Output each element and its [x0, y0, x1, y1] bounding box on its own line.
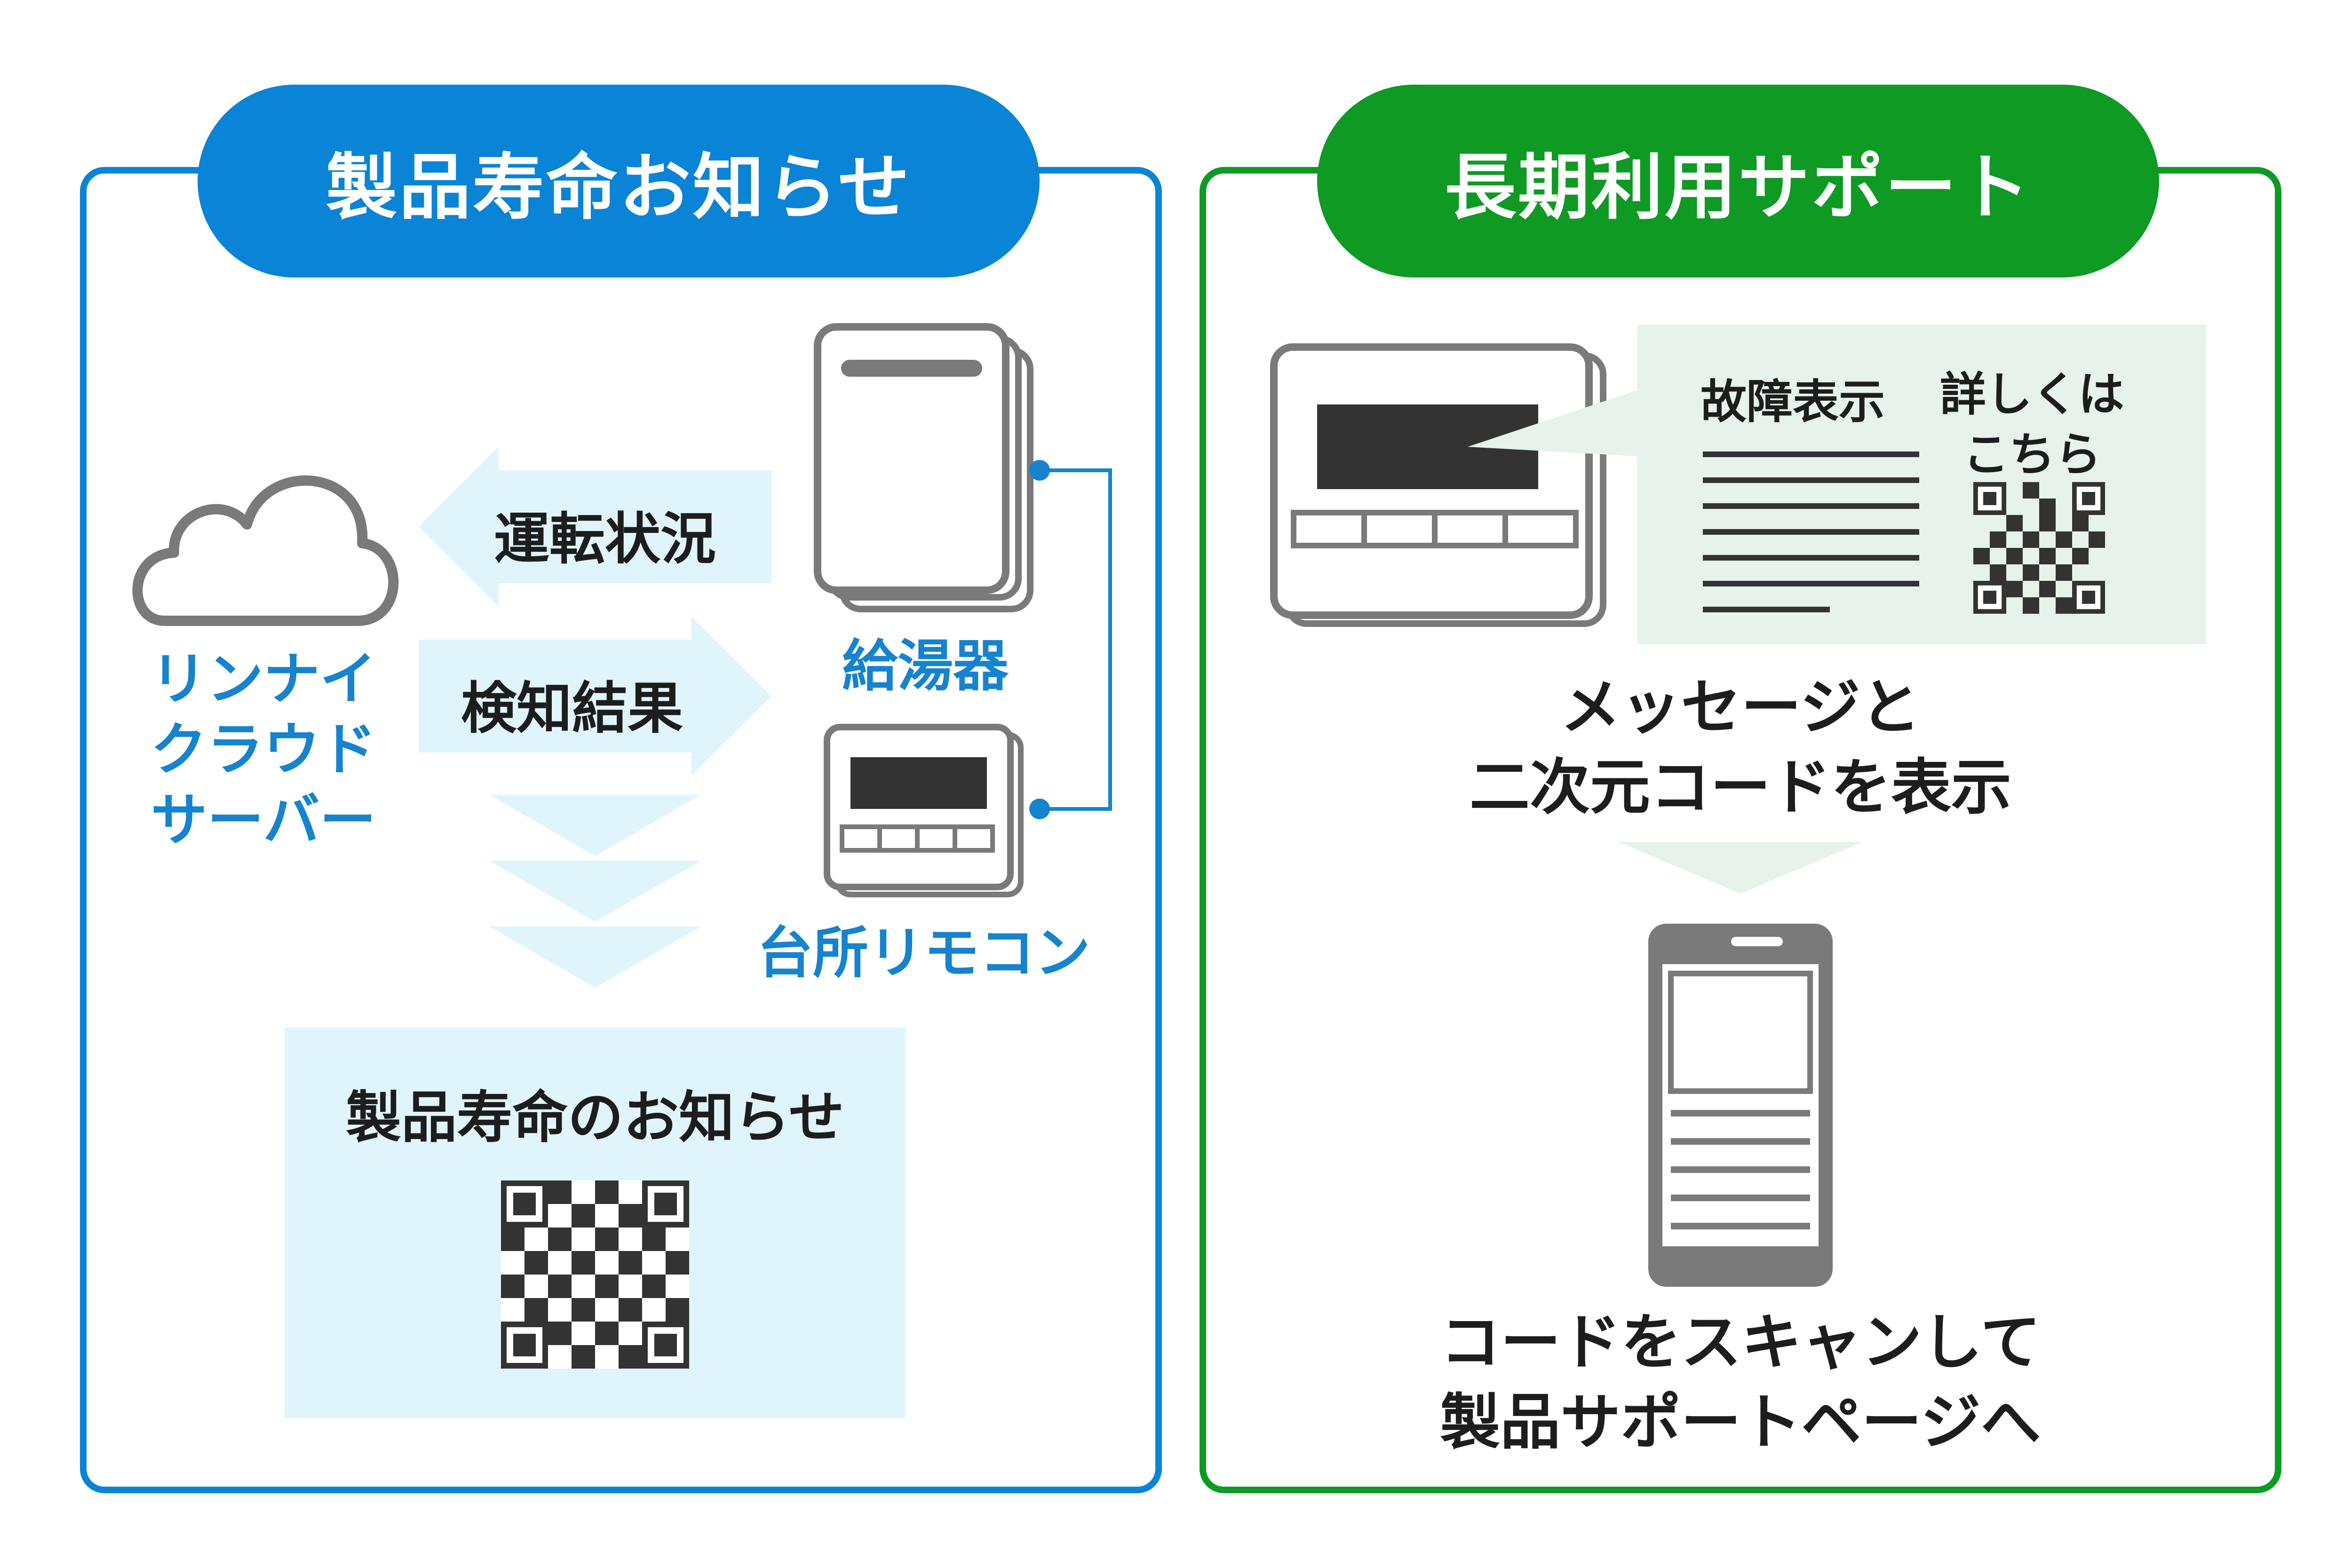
arrow-from-cloud-label: 検知結果 [461, 676, 683, 741]
remote-controller-icon [824, 724, 1024, 897]
down-arrow [1618, 842, 1863, 894]
arrow-to-cloud-label: 運転状況 [494, 507, 716, 571]
message-bubble [1468, 325, 2206, 644]
cloud-icon [132, 475, 399, 626]
long-term-support-title: 長期利用サポート [1317, 85, 2159, 277]
bubble-text-left: 故障表示 [1700, 375, 1885, 429]
arrow-to-cloud [419, 447, 771, 607]
bubble-text-right: 詳しくは こちら [1939, 368, 2124, 482]
down-arrows [489, 795, 701, 988]
remote-display-icon [1270, 343, 1606, 627]
scan-caption: コードをスキャンして 製品サポートページへ [1440, 1307, 2041, 1457]
arrow-from-cloud [419, 616, 771, 776]
smartphone-icon [1648, 924, 1833, 1287]
notice-box-title: 製品寿命のお知らせ [346, 1085, 844, 1150]
life-notice-title: 製品寿命お知らせ [198, 85, 1040, 277]
remote-label: 台所リモコン [757, 920, 1091, 985]
qr-code-icon[interactable] [501, 1180, 689, 1369]
water-heater-label: 給湯器 [842, 634, 1009, 698]
connection-line [1029, 460, 1112, 819]
water-heater-icon [814, 323, 1033, 612]
message-caption: メッセージと 二次元コードを表示 [1469, 673, 2011, 823]
cloud-label: リンナイ クラウド サーバー [151, 647, 376, 853]
small-qr-code-icon[interactable] [1973, 482, 2105, 614]
